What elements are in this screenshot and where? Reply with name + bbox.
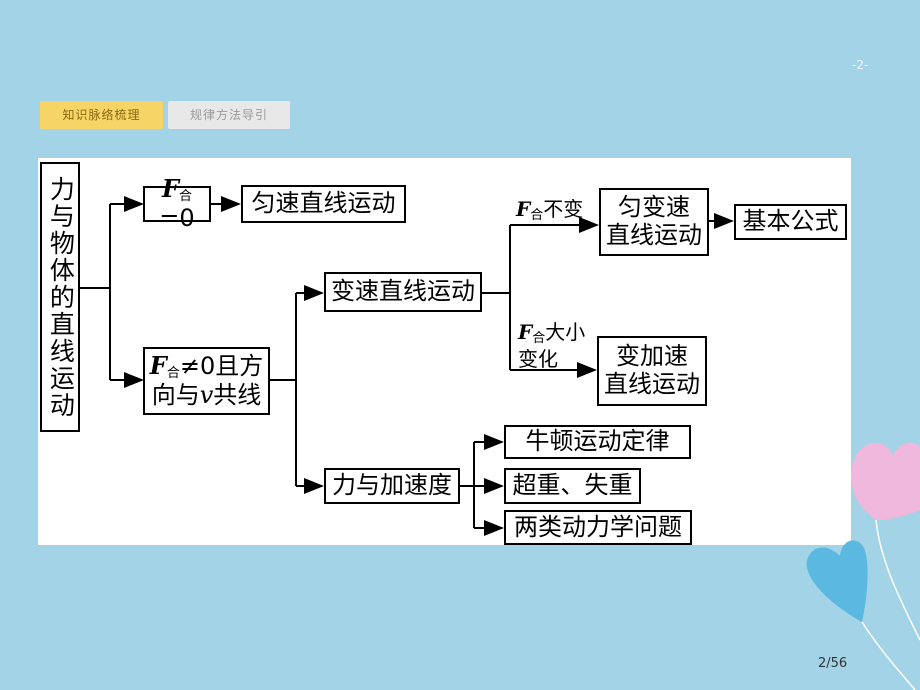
net-force-zero-box: F合=0 — [143, 175, 211, 232]
two-dynamics-problems-box: 两类动力学问题 — [504, 510, 692, 545]
symbol-sub-3: 合 — [530, 208, 544, 223]
symbol-F-2: F — [149, 351, 167, 381]
symbol-F-4: F — [518, 320, 533, 344]
label-change-b: 变化 — [518, 346, 558, 371]
net-force-nonzero-box: F合≠0且方 向与v共线 — [143, 347, 270, 415]
variable-accelerated-motion-box: 变加速 直线运动 — [597, 336, 707, 406]
label-constant-force: F合不变 — [516, 197, 583, 224]
uniform-accel-line-2: 直线运动 — [606, 221, 702, 249]
condition-nonzero-a: ≠0且方 — [179, 352, 264, 381]
overweight-weightlessness-box: 超重、失重 — [504, 468, 641, 504]
page-number-top: -2- — [852, 58, 869, 72]
condition-zero: =0 — [159, 204, 195, 233]
symbol-sub-4: 合 — [532, 331, 546, 346]
condition-nonzero-c: 共线 — [213, 381, 262, 410]
symbol-sub: 合 — [179, 189, 193, 205]
force-and-acceleration-box: 力与加速度 — [324, 468, 460, 504]
connector-lines — [80, 196, 734, 536]
symbol-F: F — [161, 174, 180, 204]
tab-knowledge-context[interactable]: 知识脉络梳理 — [40, 101, 163, 129]
condition-nonzero-b: 向与 — [151, 381, 200, 410]
label-changing-force: F合大小 变化 — [518, 320, 585, 371]
tab-method-guide[interactable]: 规律方法导引 — [168, 101, 290, 129]
var-accel-line-1: 变加速 — [616, 342, 688, 371]
uniform-accel-line-1: 匀变速 — [618, 193, 690, 222]
label-change-a: 大小 — [545, 320, 586, 344]
basic-formula-box: 基本公式 — [734, 204, 847, 240]
symbol-F-3: F — [516, 197, 531, 221]
label-const-text: 不变 — [543, 197, 584, 221]
var-accel-line-2: 直线运动 — [604, 370, 700, 398]
page-counter: 2/56 — [818, 656, 848, 671]
blue-heart-balloon-icon — [806, 540, 916, 690]
uniform-linear-motion-box: 匀速直线运动 — [241, 185, 406, 223]
symbol-sub-2: 合 — [166, 366, 180, 382]
root-box: 力与物体的直线运动 — [40, 162, 80, 432]
pink-heart-balloon-icon — [850, 442, 920, 641]
concept-map-panel: 力与物体的直线运动 F合=0 匀速直线运动 F合≠0且方 向与v共线 变速直线运… — [38, 158, 851, 545]
variable-speed-motion-box: 变速直线运动 — [324, 272, 482, 312]
symbol-v: v — [199, 381, 214, 410]
newton-laws-box: 牛顿运动定律 — [504, 425, 691, 459]
uniformly-accelerated-motion-box: 匀变速 直线运动 — [599, 188, 709, 256]
